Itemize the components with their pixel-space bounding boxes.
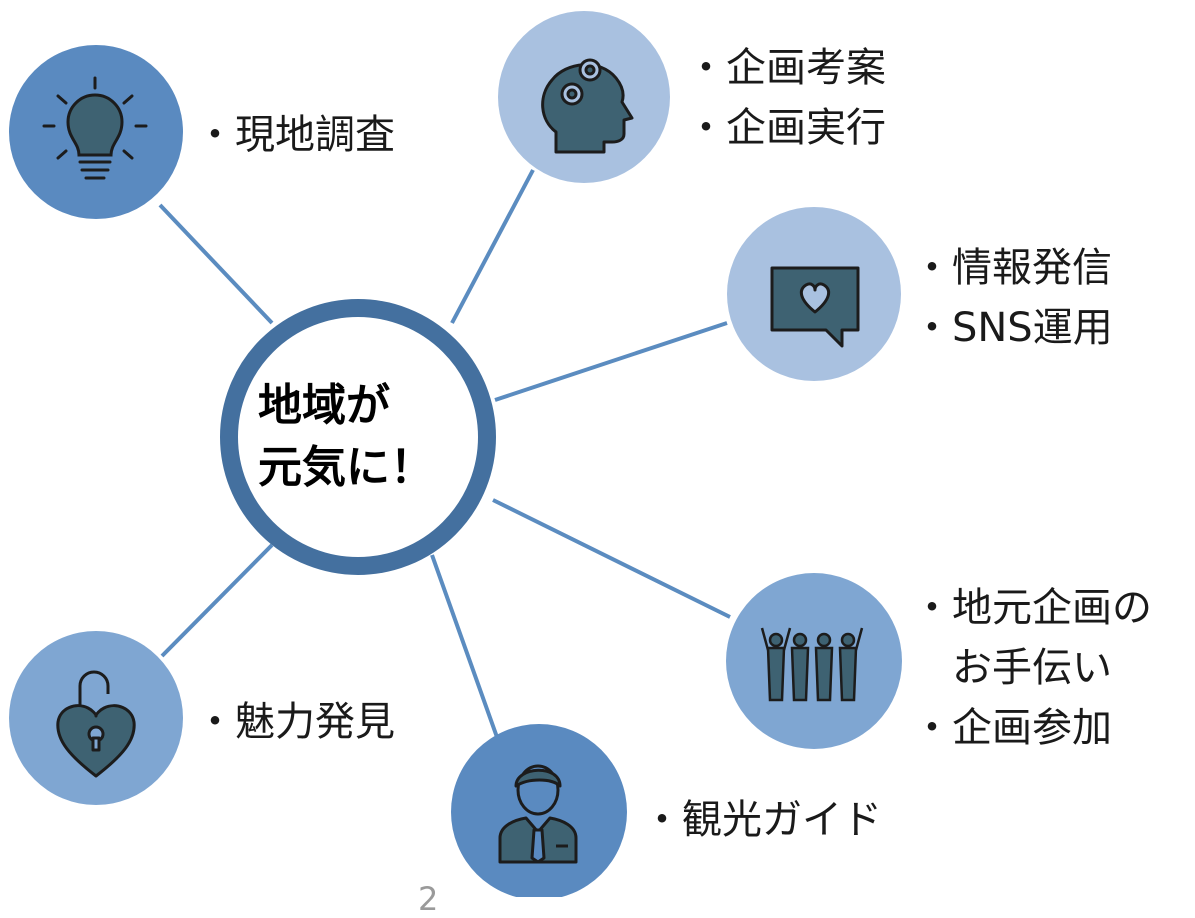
- label-discovery-item: ・魅力発見: [195, 699, 395, 745]
- guide-person-icon: [498, 764, 578, 864]
- people-celebrating-icon: [760, 627, 864, 702]
- heart-padlock-icon: [56, 670, 136, 778]
- node-survey: [9, 45, 183, 219]
- node-support: [726, 573, 902, 749]
- connector-guide: [430, 554, 500, 741]
- connector-discovery: [160, 543, 274, 658]
- label-discovery: ・魅力発見: [195, 692, 395, 752]
- label-guide-item: ・観光ガイド: [642, 797, 882, 843]
- node-discovery: [9, 631, 183, 805]
- connector-planning: [450, 169, 535, 324]
- node-sns: [727, 207, 901, 381]
- center-line-1: 地域が: [258, 380, 390, 431]
- label-sns-item-1: ・情報発信: [912, 245, 1112, 291]
- label-planning-item-1: ・企画考案: [686, 45, 886, 91]
- label-support-item-1: ・地元企画の: [912, 585, 1152, 631]
- connectors: [158, 169, 731, 741]
- label-support: ・地元企画の お手伝い ・企画参加: [912, 578, 1152, 758]
- heart-message-icon: [770, 266, 860, 348]
- label-survey-item: ・現地調査: [195, 112, 395, 158]
- connector-support: [492, 498, 731, 619]
- page-number: 2: [418, 880, 439, 918]
- label-planning: ・企画考案 ・企画実行: [686, 38, 886, 158]
- node-support-circle: [726, 573, 902, 749]
- node-planning: [498, 11, 670, 183]
- label-sns: ・情報発信 ・SNS運用: [912, 238, 1113, 358]
- node-guide: [451, 724, 627, 897]
- label-planning-item-2: ・企画実行: [686, 105, 886, 151]
- label-sns-item-2: ・SNS運用: [912, 305, 1113, 351]
- connector-sns: [494, 321, 728, 402]
- center-message: 地域が 元気に！: [258, 375, 468, 499]
- mind-map-diagram: [9, 11, 902, 897]
- center-node: [220, 299, 496, 575]
- label-survey: ・現地調査: [195, 105, 395, 165]
- label-guide: ・観光ガイド: [642, 790, 882, 850]
- center-line-2: 元気に！: [258, 442, 434, 493]
- lightbulb-icon: [42, 76, 148, 180]
- connector-survey: [158, 203, 274, 325]
- label-support-item-3: ・企画参加: [912, 705, 1112, 751]
- head-gears-icon: [541, 58, 634, 154]
- label-support-item-2: お手伝い: [952, 645, 1112, 691]
